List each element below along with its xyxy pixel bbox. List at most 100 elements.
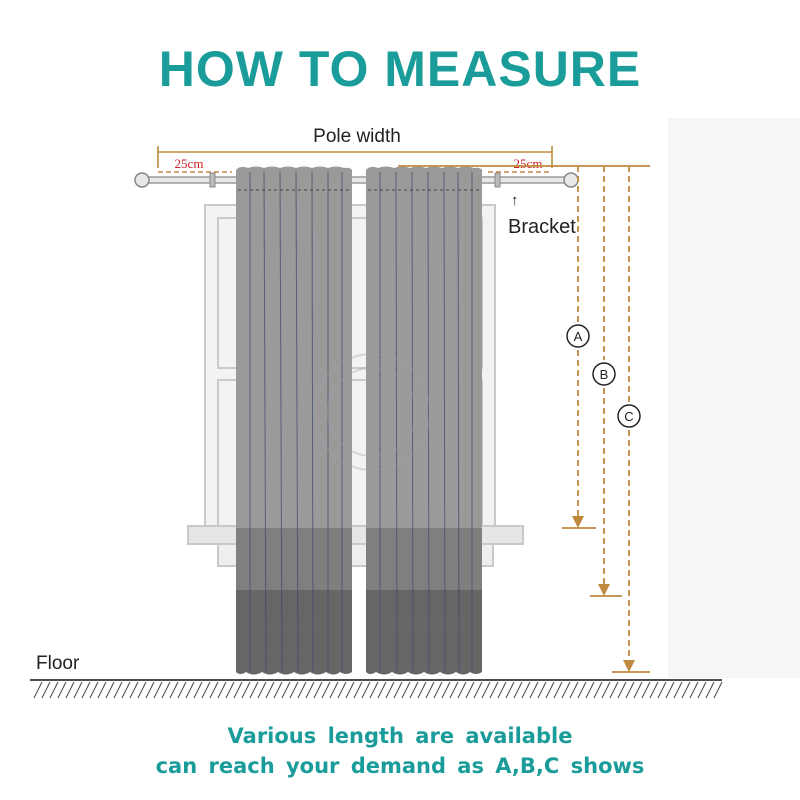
floor-hatch-line — [481, 681, 491, 699]
floor-hatch-line — [529, 681, 539, 699]
floor-hatch-line — [441, 681, 451, 699]
floor-hatch-line — [577, 681, 587, 699]
floor-hatch-line — [329, 681, 339, 699]
marker-b: B — [592, 362, 616, 386]
floor — [30, 679, 723, 699]
floor-hatch-line — [569, 681, 579, 699]
floor-hatch-line — [281, 681, 291, 699]
floor-hatch-line — [625, 681, 635, 699]
floor-hatch-line — [417, 681, 427, 699]
floor-hatch-line — [713, 681, 723, 699]
floor-hatch-line — [57, 681, 67, 699]
floor-hatch-line — [201, 681, 211, 699]
floor-hatch-line — [553, 681, 563, 699]
curtain-panel-right — [366, 166, 482, 675]
floor-hatch-line — [697, 681, 707, 699]
measure-arrowheads — [572, 516, 635, 672]
floor-hatch-line — [193, 681, 203, 699]
pole-width-label: Pole width — [313, 126, 401, 147]
floor-hatch-line — [513, 681, 523, 699]
rod-finial-right — [563, 172, 579, 188]
floor-hatch-line — [225, 681, 235, 699]
floor-hatch-line — [401, 681, 411, 699]
curtain-rod — [134, 172, 579, 188]
measure-lines — [398, 165, 650, 673]
bracket-arrow: ↑ — [511, 192, 519, 209]
floor-hatch-line — [465, 681, 475, 699]
left-overhang-label: 25cm — [175, 156, 204, 171]
floor-hatch-line — [185, 681, 195, 699]
floor-hatch-line — [161, 681, 171, 699]
floor-hatch-line — [681, 681, 691, 699]
floor-hatch-line — [233, 681, 243, 699]
floor-hatch-line — [177, 681, 187, 699]
floor-hatch-line — [305, 681, 315, 699]
floor-hatch-line — [617, 681, 627, 699]
floor-hatch-line — [369, 681, 379, 699]
floor-hatch-line — [537, 681, 547, 699]
floor-hatch-line — [665, 681, 675, 699]
watermark-seal — [313, 353, 431, 471]
floor-hatch-line — [585, 681, 595, 699]
curtain-panel-left — [236, 166, 352, 675]
marker-a: A — [566, 324, 590, 348]
floor-hatch-line — [633, 681, 643, 699]
floor-hatch-line — [321, 681, 331, 699]
floor-hatch-line — [337, 681, 347, 699]
footer-line-1: Various length are available — [227, 724, 573, 748]
floor-hatch-line — [353, 681, 363, 699]
floor-hatch-line — [153, 681, 163, 699]
floor-hatch-line — [33, 681, 43, 699]
floor-hatch-line — [425, 681, 435, 699]
floor-hatch-line — [121, 681, 131, 699]
floor-hatch-line — [257, 681, 267, 699]
marker-b-label: B — [600, 367, 609, 382]
floor-hatch-line — [457, 681, 467, 699]
floor-hatch-line — [297, 681, 307, 699]
floor-hatch-line — [89, 681, 99, 699]
floor-hatch-line — [433, 681, 443, 699]
floor-hatch-line — [265, 681, 275, 699]
floor-hatch-line — [489, 681, 499, 699]
floor-hatch-line — [273, 681, 283, 699]
rod-finial-left — [134, 172, 150, 188]
floor-hatch-line — [81, 681, 91, 699]
floor-hatch-line — [49, 681, 59, 699]
floor-hatch-line — [473, 681, 483, 699]
floor-hatch-line — [97, 681, 107, 699]
floor-hatch-line — [689, 681, 699, 699]
floor-hatch-line — [209, 681, 219, 699]
floor-hatch-line — [561, 681, 571, 699]
floor-hatch-line — [105, 681, 115, 699]
floor-hatch-line — [641, 681, 651, 699]
floor-hatch-line — [217, 681, 227, 699]
floor-hatch-line — [449, 681, 459, 699]
floor-hatch-line — [345, 681, 355, 699]
marker-c: C — [617, 404, 641, 428]
floor-hatch-line — [65, 681, 75, 699]
floor-hatch-line — [169, 681, 179, 699]
floor-hatch-line — [673, 681, 683, 699]
right-overhang-label: 25cm — [514, 156, 543, 171]
floor-hatch-line — [601, 681, 611, 699]
floor-hatch-line — [241, 681, 251, 699]
floor-hatch-line — [521, 681, 531, 699]
floor-hatch-line — [113, 681, 123, 699]
floor-hatch-line — [249, 681, 259, 699]
floor-hatch-line — [129, 681, 139, 699]
floor-hatch-line — [145, 681, 155, 699]
page-title: HOW TO MEASURE — [158, 41, 642, 97]
floor-hatch-line — [73, 681, 83, 699]
floor-hatch-line — [313, 681, 323, 699]
pole-width-dimension — [157, 146, 553, 173]
floor-hatch-line — [593, 681, 603, 699]
floor-label: Floor — [36, 653, 80, 674]
floor-hatch-line — [289, 681, 299, 699]
floor-hatch-line — [385, 681, 395, 699]
floor-hatch-line — [505, 681, 515, 699]
floor-hatch-line — [657, 681, 667, 699]
floor-hatch-line — [497, 681, 507, 699]
floor-hatch-line — [609, 681, 619, 699]
floor-hatch-line — [41, 681, 51, 699]
